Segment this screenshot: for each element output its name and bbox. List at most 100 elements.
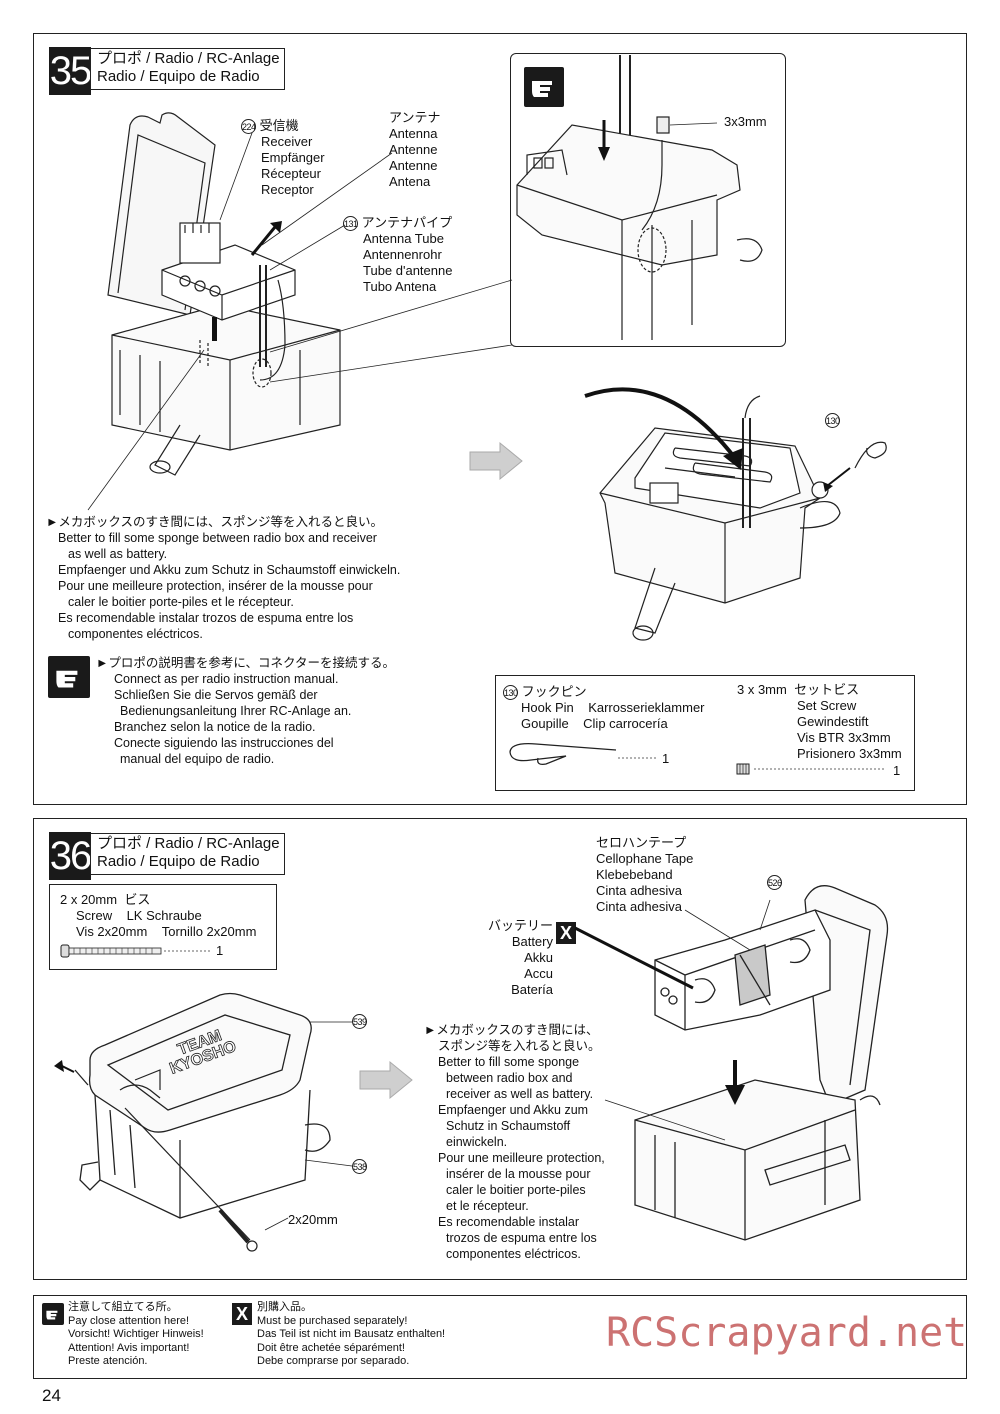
battery-box-illustration [574, 885, 889, 1241]
attention-hand-icon [42, 1303, 64, 1325]
set-screw-icon [736, 763, 886, 775]
set-screw-fr: Vis BTR 3x3mm [797, 730, 891, 745]
part-number-badge: 130 [503, 685, 518, 701]
sponge-note: ►メカボックスのすき間には、 スポンジ等を入れると良い。 Better to f… [424, 1022, 605, 1262]
sponge-note-es-1: Es recomendable instalar [438, 1215, 580, 1229]
set-screw-qty: 1 [893, 763, 901, 778]
antenna-es: Antena [389, 174, 431, 189]
receiver-jp: 受信機 [259, 118, 299, 133]
attention-hand-icon [524, 67, 564, 107]
sponge-note-es-3: componentes eléctricos. [446, 1247, 581, 1261]
step-title-line2: Radio / Equipo de Radio [97, 68, 260, 85]
tape-label: セロハンテープ Cellophane Tape Klebebeband Cint… [596, 835, 693, 915]
set-screw-es: Prisionero 3x3mm [797, 746, 902, 761]
step-title: プロポ / Radio / RC-Anlage Radio / Equipo d… [90, 48, 285, 90]
part-number-badge: 224 [241, 119, 256, 135]
antenna-tube-en: Antenna Tube [363, 231, 444, 247]
screw-qty: 1 [216, 943, 224, 958]
sponge-note-fr-4: et le récepteur. [446, 1199, 529, 1213]
legend-attention-jp: 注意して組立てる所。 [68, 1301, 178, 1313]
antenna-label: アンテナ Antenna Antenne Antenne Antena [389, 110, 440, 190]
separate-purchase-icon: X [556, 922, 576, 944]
sponge-note-fr-2: insérer de la mousse pour [446, 1167, 591, 1181]
sponge-note-en-1: Better to fill some sponge [438, 1055, 580, 1069]
tape-de: Klebebeband [596, 867, 673, 882]
legend-panel [33, 1295, 967, 1379]
legend-separate-fr: Doit être achetée séparément! [257, 1341, 405, 1354]
tape-fr: Cinta adhesiva [596, 883, 682, 898]
sponge-note-en-2: between radio box and [446, 1071, 573, 1085]
screw-part: 2 x 20mm ビス Screw LK Schraube Vis 2x20mm… [60, 892, 256, 940]
battery-jp: バッテリー [487, 918, 553, 933]
part-number-badge: 538 [352, 1159, 367, 1175]
legend-separate-jp: 別購入品。 [257, 1301, 312, 1313]
antenna-tube-de: Antennenrohr [363, 247, 442, 263]
radio-note-es-2: manual del equipo de radio. [120, 752, 275, 766]
sponge-note-jp-1: ►メカボックスのすき間には、 [424, 1023, 599, 1037]
legend-separate-de: Das Teil ist nicht im Bausatz enthalten! [257, 1328, 446, 1340]
legend-separate-es: Debe comprarse por separado. [257, 1355, 410, 1367]
part-number-badge: 539 [352, 1014, 367, 1030]
part-number-badge: 526 [767, 875, 782, 891]
lid-part-badge: 539 [352, 1013, 367, 1030]
hook-pin-jp: フックピン [521, 684, 587, 699]
step-number: 36 [49, 832, 92, 880]
sponge-note-es-2: componentes eléctricos. [68, 627, 203, 641]
screw-de: LK Schraube [126, 908, 202, 923]
parts-list-box [49, 884, 277, 970]
sponge-note: ►メカボックスのすき間には、スポンジ等を入れると良い。 Better to fi… [46, 514, 400, 642]
hook-pin-qty: 1 [662, 751, 670, 766]
page-number: 24 [42, 1386, 61, 1405]
legend-separate-text: 別購入品。 Must be purchased separately! Das … [257, 1301, 445, 1369]
radio-note-de-1: Schließen Sie die Servos gemäß der [114, 688, 318, 702]
sponge-note-fr-3: caler le boitier porte-piles [446, 1183, 586, 1197]
screw-icon [60, 944, 212, 958]
radio-note-de-2: Bedienungsanleitung Ihrer RC-Anlage an. [120, 704, 352, 718]
radio-note-jp: ►プロポの説明書を参考に、コネクターを接続する。 [96, 656, 395, 670]
legend-attention-de: Vorsicht! Wichtiger Hinweis! [68, 1328, 204, 1340]
antenna-fr: Antenne [389, 158, 438, 173]
battery-de: Akku [524, 950, 553, 965]
legend-attention-text: 注意して組立てる所。 Pay close attention here! Vor… [68, 1301, 204, 1369]
box-part-badge: 538 [352, 1158, 367, 1175]
screw-size: 2 x 20mm [60, 892, 118, 907]
sponge-note-fr-1: Pour une meilleure protection, [438, 1151, 605, 1165]
set-screw-en: Set Screw [797, 698, 857, 713]
legend-attention-fr: Attention! Avis important! [68, 1341, 190, 1354]
step-36-panel [33, 818, 967, 1280]
screw-jp: ビス [124, 892, 151, 907]
sponge-note-en-3: receiver as well as battery. [446, 1087, 594, 1101]
sponge-note-de: Empfaenger und Akku zum Schutz in Schaum… [58, 563, 401, 577]
sponge-note-en-1: Better to fill some sponge between radio… [58, 531, 377, 545]
attention-hand-icon [48, 656, 90, 698]
battery-en: Battery [511, 934, 553, 949]
hook-pin-es: Clip carrocería [583, 716, 668, 732]
antenna-tube-jp: アンテナパイプ [361, 215, 453, 230]
antenna-tube-fr: Tube d'antenne [363, 263, 453, 279]
next-step-arrow-icon [469, 441, 523, 481]
set-screw-jp: セットビス [794, 682, 860, 697]
legend-attention-es: Preste atención. [68, 1355, 148, 1367]
part-number-badge: 131 [343, 216, 358, 232]
detail-inset [510, 53, 786, 347]
hook-pin-en: Hook Pin [521, 700, 574, 716]
battery-es: Batería [511, 982, 553, 997]
receiver-es: Receptor [261, 182, 314, 198]
sponge-note-es-2: trozos de espuma entre los [446, 1231, 597, 1245]
step-number: 35 [49, 47, 92, 95]
antenna-de: Antenne [389, 142, 438, 157]
battery-part-badge: 526 [767, 874, 782, 891]
antenna-screw-detail-illustration [516, 55, 763, 340]
set-screw-size: 3 x 3mm [737, 682, 787, 697]
set-screw-part: 3 x 3mm セットビス Set Screw Gewindestift Vis… [737, 682, 902, 762]
next-step-arrow-icon [359, 1060, 413, 1100]
part-number-badge: 130 [825, 413, 840, 429]
sponge-note-de-3: einwickeln. [446, 1135, 508, 1149]
legend-attention-en: Pay close attention here! [68, 1314, 190, 1327]
screw-callout-label: 2x20mm [288, 1212, 338, 1227]
hook-pin-part: 130 フックピン Hook Pin Karrosserieklammer Go… [503, 684, 705, 732]
screw-fr: Vis 2x20mm [76, 924, 148, 939]
battery-fr: Accu [524, 966, 553, 981]
sponge-note-jp: ►メカボックスのすき間には、スポンジ等を入れると良い。 [46, 515, 383, 529]
